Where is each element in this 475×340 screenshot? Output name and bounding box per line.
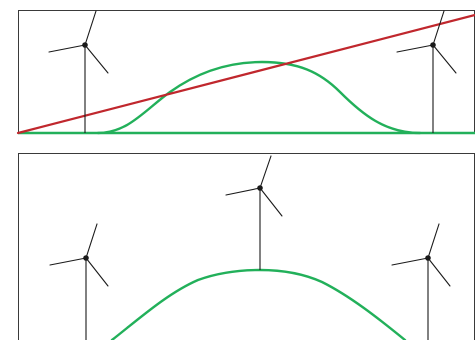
wind-turbine-icon <box>49 223 109 340</box>
green-bell-curve-top <box>96 60 422 135</box>
top-panel <box>16 10 475 135</box>
wind-turbine-icon <box>48 10 109 133</box>
wind-turbine-icon <box>396 10 457 133</box>
bottom-panel-frame <box>18 153 475 340</box>
wind-turbine-icon <box>225 155 283 270</box>
red-diagonal-line <box>16 13 475 135</box>
wind-turbine-icon <box>391 223 451 340</box>
bottom-panel <box>18 153 475 340</box>
